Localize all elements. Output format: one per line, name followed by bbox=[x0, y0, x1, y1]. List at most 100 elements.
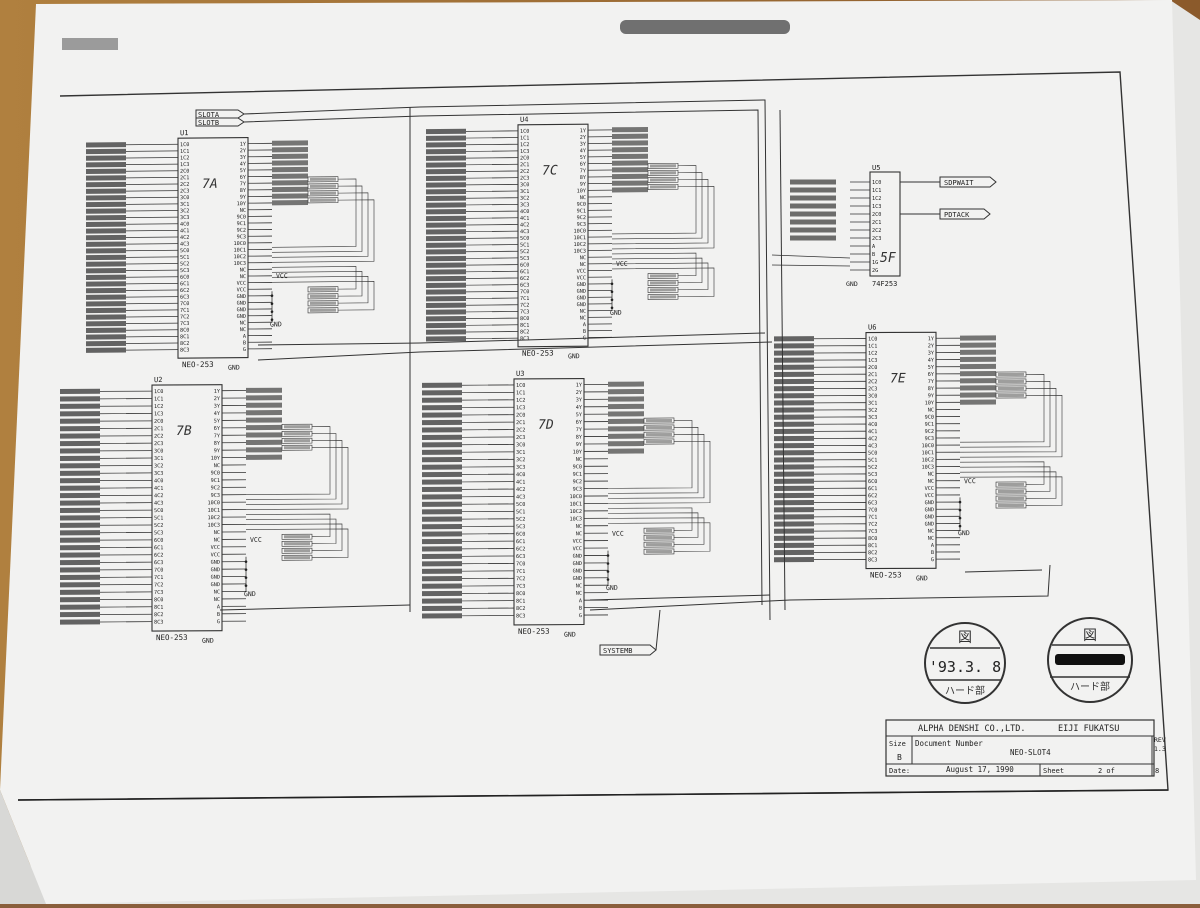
pin-name-left: 7C0 bbox=[520, 289, 529, 295]
pin-name-left: 8C2 bbox=[520, 329, 529, 335]
net-label-left bbox=[86, 182, 126, 187]
net-label-right bbox=[246, 403, 282, 408]
net-label-left bbox=[86, 208, 126, 213]
pin-name-left: 8C0 bbox=[520, 316, 529, 322]
net-label-left bbox=[426, 196, 466, 201]
net-label-right bbox=[612, 174, 648, 179]
gnd-label-bottom: GND bbox=[564, 631, 576, 639]
systemb-label: SYSTEMB bbox=[603, 647, 633, 655]
net-label-left bbox=[422, 398, 462, 403]
pin-name-left: 1C0 bbox=[180, 142, 189, 148]
pin-name-right: NC bbox=[928, 479, 934, 485]
pin-name-left: 1C3 bbox=[868, 358, 877, 364]
net-label-left bbox=[86, 281, 126, 286]
pin-name-left: 3C3 bbox=[516, 465, 525, 471]
vcc-label: VCC bbox=[250, 536, 262, 544]
pin-name-left: 1C1 bbox=[868, 344, 877, 350]
net-label-left bbox=[774, 486, 814, 491]
pin-name-left: 3C0 bbox=[868, 394, 877, 400]
pin-name-left: 1C3 bbox=[516, 405, 525, 411]
net-label-left bbox=[426, 142, 466, 147]
net-label-left bbox=[426, 256, 466, 261]
pin-name-right: 9C1 bbox=[573, 472, 582, 478]
pin-name-left: 5C2 bbox=[180, 261, 189, 267]
pin-name-left: 8C0 bbox=[868, 536, 877, 542]
date-value: August 17, 1990 bbox=[946, 765, 1014, 774]
net-label-right bbox=[246, 395, 282, 400]
pin-name-right: 10C2 bbox=[570, 509, 582, 515]
pin-name-right: 5Y bbox=[576, 412, 583, 418]
pin-name-right: GND bbox=[211, 582, 220, 588]
net-label-right bbox=[272, 193, 308, 198]
pin-name-right: NC bbox=[576, 524, 582, 530]
pin-name-right: 9C2 bbox=[237, 228, 246, 234]
pin-name-left: 2C2 bbox=[868, 379, 877, 385]
pin-name-right: 8Y bbox=[928, 386, 935, 392]
pin-name-right: 10C0 bbox=[208, 500, 220, 506]
pin-name-left: 8C0 bbox=[180, 328, 189, 334]
pin-name-right: 9C1 bbox=[577, 208, 586, 214]
pin-name-right: 1Y bbox=[214, 389, 221, 395]
pin-name-left: 2C0 bbox=[516, 413, 525, 419]
pin-name-left: 6C3 bbox=[868, 500, 877, 506]
pin-name-left: 4C2 bbox=[520, 222, 529, 228]
pin-name-left: 2C3 bbox=[180, 188, 189, 194]
pin-name-right: 9C1 bbox=[925, 422, 934, 428]
net-label-left bbox=[426, 336, 466, 341]
pin-name-right: GND bbox=[925, 500, 934, 506]
pin-name-right: 1Y bbox=[928, 336, 935, 342]
pin-name-left: 8C1 bbox=[868, 543, 877, 549]
pin-name-right: 7Y bbox=[576, 427, 583, 433]
pin-name-left: 1C0 bbox=[520, 129, 529, 135]
net-label-right bbox=[608, 389, 644, 394]
pin-name-left: 4C1 bbox=[868, 429, 877, 435]
u5-input-label bbox=[790, 228, 836, 233]
net-label-left bbox=[426, 296, 466, 301]
pin-name-left: 7C0 bbox=[180, 301, 189, 307]
net-label-left bbox=[422, 479, 462, 484]
chip-location-mark: 7D bbox=[538, 418, 554, 433]
net-label-left bbox=[774, 407, 814, 412]
net-label-left bbox=[60, 493, 100, 498]
pin-name-left: 7C2 bbox=[516, 576, 525, 582]
pin-name-left: 3C0 bbox=[180, 195, 189, 201]
pin-name-left: 2C0 bbox=[154, 419, 163, 425]
pin-name-left: 6C2 bbox=[520, 276, 529, 282]
pin-name-right: 9C0 bbox=[925, 415, 934, 421]
pin-name-right: 10C1 bbox=[208, 508, 220, 514]
pin-name-right: GND bbox=[237, 294, 246, 300]
net-label-left bbox=[86, 288, 126, 293]
pin-name-right: VCC bbox=[925, 493, 934, 499]
pin-name-right: GND bbox=[577, 295, 586, 301]
pin-name-left: 6C0 bbox=[180, 275, 189, 281]
pin-name-left: 3C3 bbox=[520, 202, 529, 208]
pin-name-right: 9Y bbox=[928, 393, 935, 399]
author-name: EIJI FUKATSU bbox=[1058, 724, 1119, 734]
stamp-bottom-2: ハード部 bbox=[1070, 680, 1110, 693]
vcc-label: VCC bbox=[964, 477, 976, 485]
pin-name-right: NC bbox=[214, 463, 220, 469]
pin-name-right: NC bbox=[214, 589, 220, 595]
pin-name-right: NC bbox=[240, 274, 246, 280]
net-label-right bbox=[272, 140, 308, 145]
pin-name-left: 5C1 bbox=[516, 509, 525, 515]
pin-name-right: 8Y bbox=[240, 188, 247, 194]
pin-name-right: VCC bbox=[577, 275, 586, 281]
pin-name-left: 4C0 bbox=[154, 478, 163, 484]
pin-name-left: 4C0 bbox=[180, 222, 189, 228]
pin-name-left: 6C2 bbox=[180, 288, 189, 294]
net-label-left bbox=[422, 487, 462, 492]
pin-name-right: 4Y bbox=[580, 148, 587, 154]
pin-name-right: GND bbox=[237, 307, 246, 313]
pin-name-right: NC bbox=[240, 327, 246, 333]
pin-name-left: 2C1 bbox=[868, 372, 877, 378]
pin-name-right: GND bbox=[925, 507, 934, 513]
net-label-left bbox=[86, 142, 126, 147]
size-value: B bbox=[897, 753, 902, 762]
pin-name-right: GND bbox=[577, 302, 586, 308]
net-label-right bbox=[612, 167, 648, 172]
pin-name-left: 7C1 bbox=[180, 308, 189, 314]
pin-name-right: 9C2 bbox=[577, 215, 586, 221]
pin-name-right: 10C3 bbox=[208, 523, 220, 529]
pin-name-right: 7Y bbox=[214, 433, 221, 439]
